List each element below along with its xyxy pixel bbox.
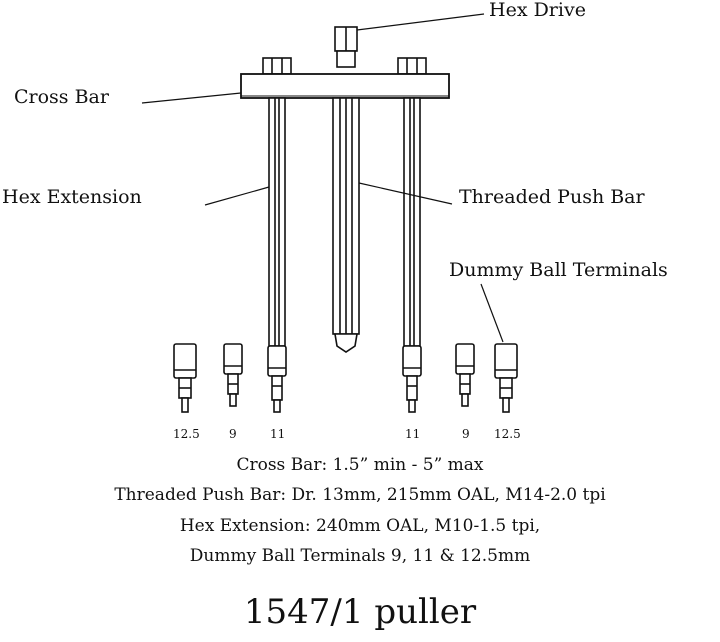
leader-threaded-push-bar [358,182,453,205]
size-label-6: 12.5 [494,427,521,441]
left-hex-nut [262,57,292,75]
label-cross-bar: Cross Bar [14,86,109,108]
right-hex-nut [397,57,427,75]
threaded-push-bar [332,97,360,353]
model-title: 1547/1 puller [243,592,477,632]
spec-dummy-ball-terminals: Dummy Ball Terminals 9, 11 & 12.5mm [189,546,531,566]
label-dummy-ball-terminals: Dummy Ball Terminals [449,259,668,281]
label-hex-extension: Hex Extension [2,186,142,208]
leader-dummy-ball-terminals [480,283,504,343]
spec-threaded-push-bar: Threaded Push Bar: Dr. 13mm, 215mm OAL, … [114,485,606,505]
terminal-9-left [223,343,243,407]
size-label-5: 9 [462,427,470,441]
spec-hex-extension: Hex Extension: 240mm OAL, M10-1.5 tpi, [179,516,541,536]
terminal-9-right [455,343,475,407]
label-threaded-push-bar: Threaded Push Bar [459,186,645,208]
terminal-12-5-left [173,343,197,413]
cross-bar [240,73,450,99]
leader-hex-drive [356,13,485,31]
label-hex-drive: Hex Drive [489,0,586,21]
size-label-4: 11 [405,427,421,441]
terminal-12-5-right [494,343,518,413]
size-label-2: 9 [229,427,237,441]
size-label-3: 11 [270,427,286,441]
right-hex-extension [402,97,422,413]
hex-drive [334,26,358,68]
size-label-1: 12.5 [173,427,200,441]
leader-cross-bar [141,92,242,104]
spec-cross-bar: Cross Bar: 1.5” min - 5” max [236,455,484,475]
left-hex-extension [267,97,287,413]
leader-hex-extension [204,186,270,206]
